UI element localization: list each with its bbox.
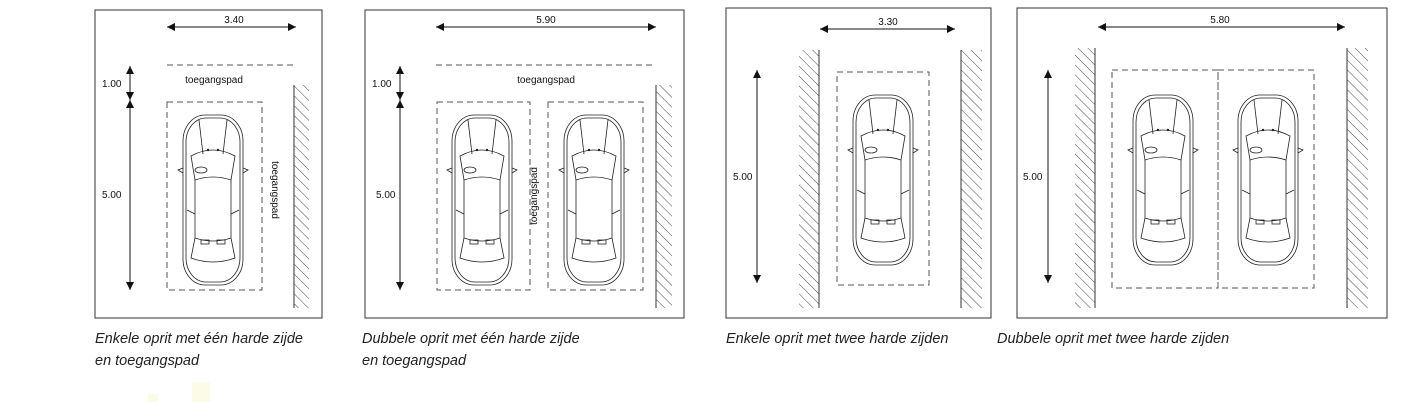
panel-frame xyxy=(364,9,685,319)
caption-line: Dubbele oprit met één harde zijde xyxy=(362,331,580,347)
car-top-view xyxy=(1127,94,1199,266)
access-dimension: 1.00 xyxy=(372,79,392,90)
length-dimension: 5.00 xyxy=(733,172,753,183)
length-dimension: 5.00 xyxy=(376,190,396,201)
panel-single-one-hard-side: 3.40 toegangspad 1.00 5.00 toegangspad xyxy=(94,9,323,319)
caption-single-one-hard-side: Enkele oprit met één harde zijde en toeg… xyxy=(95,328,303,372)
panel-double-one-hard-side: 5.90 toegangspad 1.00 5.00 toegangspad xyxy=(364,9,685,319)
length-dimension: 5.00 xyxy=(1023,172,1043,183)
caption-line: Enkele oprit met één harde zijde xyxy=(95,331,303,347)
parking-space xyxy=(166,101,263,291)
side-access-label: toegangspad xyxy=(269,161,280,219)
caption-single-two-hard-sides: Enkele oprit met twee harde zijden xyxy=(726,328,948,350)
panel-frame xyxy=(725,7,992,319)
hard-side-wall-right xyxy=(1347,48,1368,308)
length-dimension: 5.00 xyxy=(102,190,122,201)
hard-side-wall xyxy=(294,85,309,308)
width-dimension: 3.40 xyxy=(224,15,244,26)
hard-side-wall-right xyxy=(961,50,982,308)
faint-logo-fragment xyxy=(192,382,210,402)
car-top-view xyxy=(1232,94,1304,266)
parking-space xyxy=(547,101,644,291)
caption-line: en toegangspad xyxy=(95,353,200,369)
parking-space xyxy=(836,71,930,286)
panel-single-two-hard-sides: 3.30 5.00 xyxy=(725,7,992,319)
width-dimension: 5.80 xyxy=(1210,15,1230,26)
caption-line: en toegangspad xyxy=(362,353,467,369)
car-top-view xyxy=(177,114,249,286)
panel-frame xyxy=(94,9,323,319)
width-dimension: 3.30 xyxy=(878,17,898,28)
hard-side-wall-left xyxy=(1075,48,1095,308)
hard-side-wall xyxy=(656,85,672,308)
panel-frame xyxy=(1016,7,1388,319)
side-access-label: toegangspad xyxy=(529,167,540,225)
caption-double-one-hard-side: Dubbele oprit met één harde zijde en toe… xyxy=(362,328,580,372)
car-top-view xyxy=(446,114,518,286)
hard-side-wall-left xyxy=(799,50,819,308)
caption-double-two-hard-sides: Dubbele oprit met twee harde zijden xyxy=(997,328,1229,350)
car-top-view xyxy=(558,114,630,286)
access-path-label: toegangspad xyxy=(185,75,243,86)
access-dimension: 1.00 xyxy=(102,79,122,90)
panel-double-two-hard-sides: 5.80 5.00 xyxy=(1016,7,1388,319)
caption-line: Enkele oprit met twee harde zijden xyxy=(726,331,949,347)
access-path-label: toegangspad xyxy=(517,75,575,86)
faint-logo-fragment xyxy=(148,394,158,402)
car-top-view xyxy=(847,94,919,266)
width-dimension: 5.90 xyxy=(536,15,556,26)
caption-line: Dubbele oprit met twee harde zijden xyxy=(997,331,1230,347)
parking-space xyxy=(1111,69,1219,289)
parking-space xyxy=(1217,69,1315,289)
